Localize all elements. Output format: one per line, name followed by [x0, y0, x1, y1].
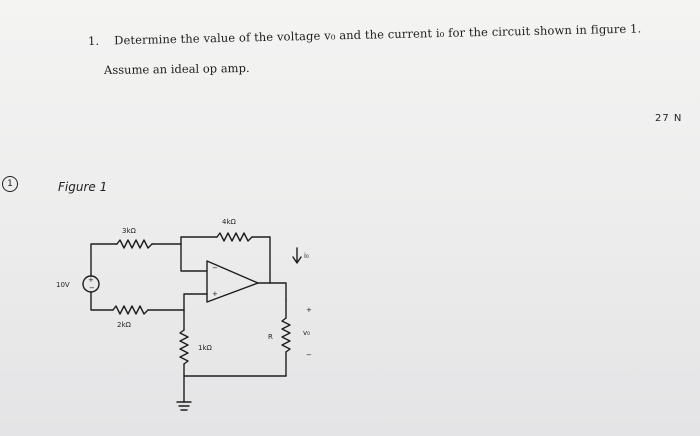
vo-label: v₀ [303, 329, 310, 337]
wire-output [257, 282, 287, 301]
vo-plus: + [306, 306, 312, 314]
ground-symbol [176, 401, 192, 411]
resistor-2k [112, 305, 149, 315]
source-plus: + [88, 276, 94, 284]
label-1k: 1kΩ [198, 344, 213, 352]
figure-label: Figure 1 [58, 180, 108, 194]
opamp-minus: − [212, 264, 218, 272]
label-2k: 2kΩ [117, 321, 132, 329]
resistor-1k [179, 329, 189, 365]
io-label: i₀ [304, 252, 309, 260]
wire-source-bottom [90, 291, 114, 311]
source-minus: − [89, 284, 95, 292]
label-3k: 3kΩ [122, 227, 137, 235]
wire-feedback-right [251, 236, 271, 284]
wire-source-top [90, 243, 118, 277]
io-arrow [292, 247, 302, 264]
resistor-load [281, 317, 291, 353]
corner-note: 27 N [655, 113, 683, 124]
circled-number: 1 [2, 176, 18, 192]
label-load: R [268, 333, 273, 341]
wire-feedback-left [180, 236, 218, 245]
wire-node-inverting [180, 243, 208, 272]
label-4k: 4kΩ [222, 218, 237, 226]
opamp-plus: + [212, 290, 218, 298]
resistor-3k [116, 239, 153, 249]
resistor-4k [216, 232, 253, 242]
vo-minus: − [306, 351, 312, 359]
source-label: 10V [56, 281, 70, 289]
opamp [206, 260, 259, 303]
wire-noninverting [183, 293, 208, 311]
